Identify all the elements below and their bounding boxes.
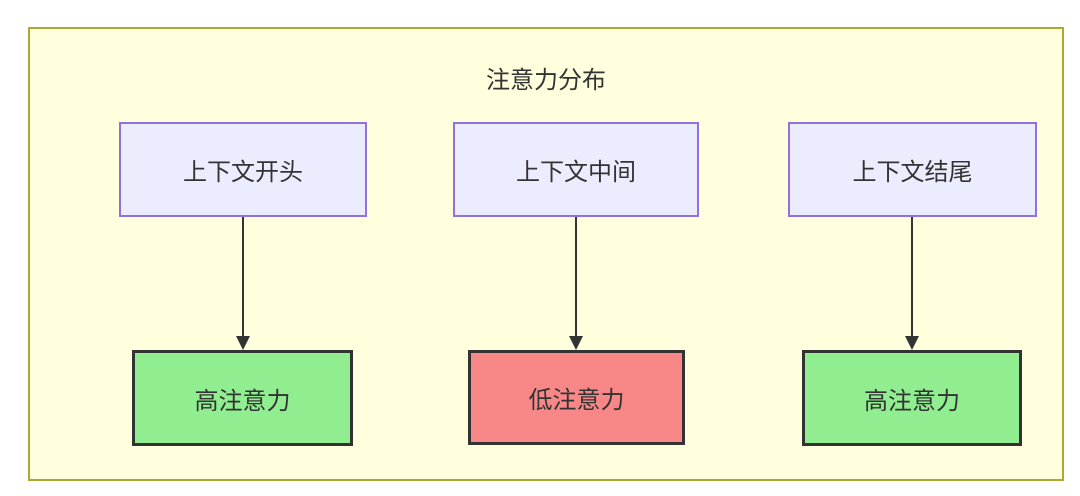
node-high-attention-left-label: 高注意力 bbox=[194, 387, 291, 415]
arrow-middle-to-low bbox=[569, 217, 583, 350]
node-low-attention-middle: 低注意力 bbox=[468, 350, 685, 445]
arrow-head-icon bbox=[569, 336, 583, 350]
node-context-end-label: 上下文结尾 bbox=[852, 159, 973, 186]
node-context-end: 上下文结尾 bbox=[788, 122, 1037, 217]
node-context-start: 上下文开头 bbox=[119, 122, 367, 217]
attention-distribution-container: 注意力分布 上下文开头 上下文中间 上下文结尾 高注意力 低注意力 bbox=[28, 27, 1064, 481]
arrow-shaft bbox=[911, 217, 913, 337]
arrow-shaft bbox=[242, 217, 244, 337]
arrow-start-to-high bbox=[236, 217, 250, 350]
node-high-attention-right-label: 高注意力 bbox=[864, 387, 960, 415]
node-context-start-label: 上下文开头 bbox=[183, 159, 303, 186]
node-high-attention-left: 高注意力 bbox=[132, 350, 353, 446]
node-low-attention-middle-label: 低注意力 bbox=[528, 387, 625, 414]
arrow-head-icon bbox=[236, 336, 250, 350]
node-context-middle-label: 上下文中间 bbox=[516, 159, 636, 186]
arrow-head-icon bbox=[905, 336, 919, 350]
arrow-end-to-high bbox=[905, 217, 919, 350]
node-high-attention-right: 高注意力 bbox=[802, 350, 1022, 446]
diagram-title: 注意力分布 bbox=[486, 67, 606, 94]
node-context-middle: 上下文中间 bbox=[453, 122, 699, 217]
arrow-shaft bbox=[575, 217, 577, 337]
